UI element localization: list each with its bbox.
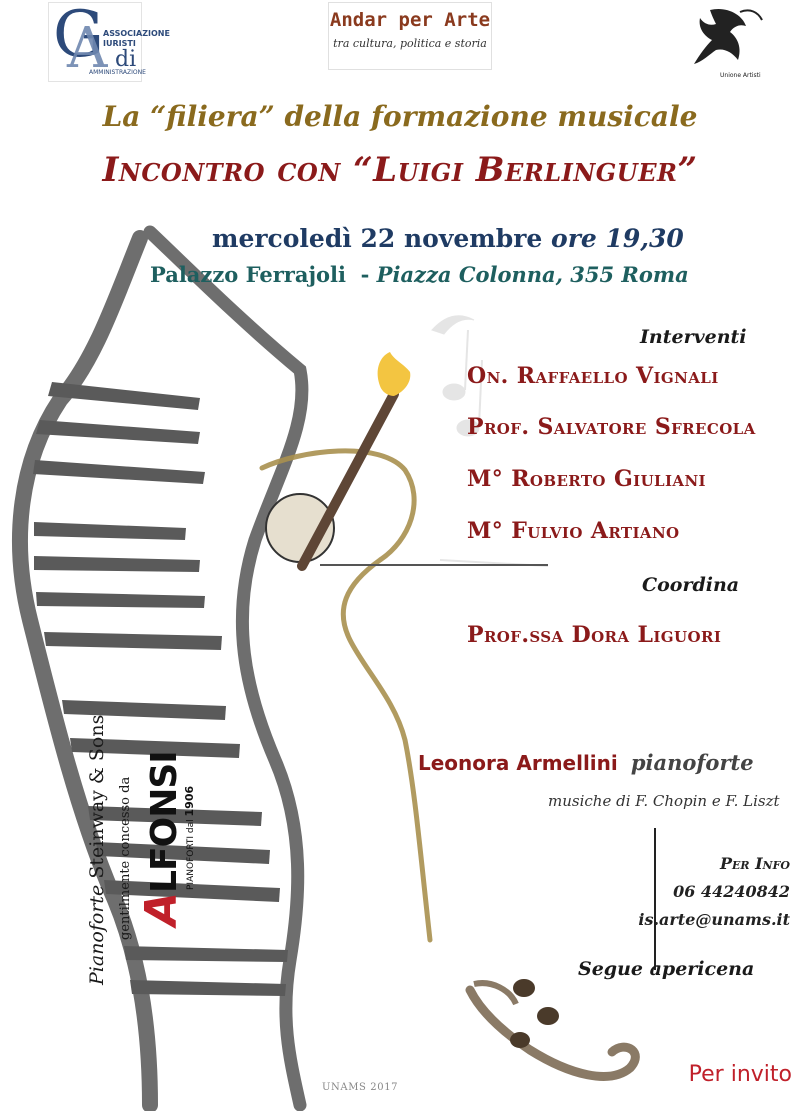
andar-per-arte-logo: Andar per Arte tra cultura, politica e s… [328,2,492,70]
info-label: Per Info [719,854,790,873]
logo-name: Andar per Arte [329,9,491,31]
performer-instrument: pianoforte [630,750,754,775]
date-text: mercoledì 22 novembre [212,224,543,253]
interventi-label: Interventi [640,326,747,348]
time-text: ore 19,30 [551,224,684,253]
unione-artisti-logo: Unione Artisti [680,2,766,84]
follow-note: Segue apericena [578,958,755,980]
speaker-4: M° Fulvio Artiano [467,518,680,544]
logo-text: di [115,47,137,72]
sponsor-line-1: Pianoforte Steinway & Sons [86,715,108,985]
coordina-label: Coordina [642,574,740,596]
logo-text: ASSOCIAZIONE [103,29,170,38]
logo-text: IURISTI [103,39,136,48]
dancer-icon [694,8,763,65]
sponsor-italic: Pianoforte [86,884,108,985]
brand-initial: A [136,892,187,926]
info-phone: 06 44240842 [673,882,790,901]
event-date: mercoledì 22 novembre ore 19,30 [212,224,684,253]
sponsor-brand-text: Steinway & Sons [86,714,108,879]
brand-rest: LFONSI [144,751,185,893]
coordinator: Prof.ssa Dora Liguori [467,622,722,648]
venue-address: Piazza Colonna, 355 Roma [376,262,689,287]
brand-year: 1906 [183,785,196,817]
performance: Leonora Armellini pianoforte [418,750,754,775]
speaker-1: On. Raffaello Vignali [467,363,719,389]
event-title: Incontro con “Luigi Berlinguer” [102,150,698,190]
logo-tagline: tra cultura, politica e storia [333,37,487,50]
speaker-2: Prof. Salvatore Sfrecola [467,414,756,440]
venue-separator: - [360,262,370,287]
performer-name: Leonora Armellini [418,751,618,775]
music-program: musiche di F. Chopin e F. Liszt [548,792,780,810]
sponsor-line-2: gentilmente concesso da [118,776,133,940]
info-email[interactable]: is.arte@unams.it [638,910,790,929]
invite-note: Per invito [688,1062,792,1087]
venue-name: Palazzo Ferrajoli [150,262,347,287]
event-venue: Palazzo Ferrajoli - Piazza Colonna, 355 … [150,262,689,287]
logo-label: Unione Artisti [720,72,761,79]
brand-sub: PIANOFORTI dal [186,819,196,890]
event-subtitle: La “filiera” della formazione musicale [102,100,698,133]
credit: UNAMS 2017 [322,1082,399,1093]
speaker-3: M° Roberto Giuliani [467,466,706,492]
logo-text: AMMINISTRAZIONE [89,69,146,76]
info-divider [654,828,656,970]
alfonsi-logo: ALFONSI PIANOFORTI dal 1906 [136,751,196,926]
